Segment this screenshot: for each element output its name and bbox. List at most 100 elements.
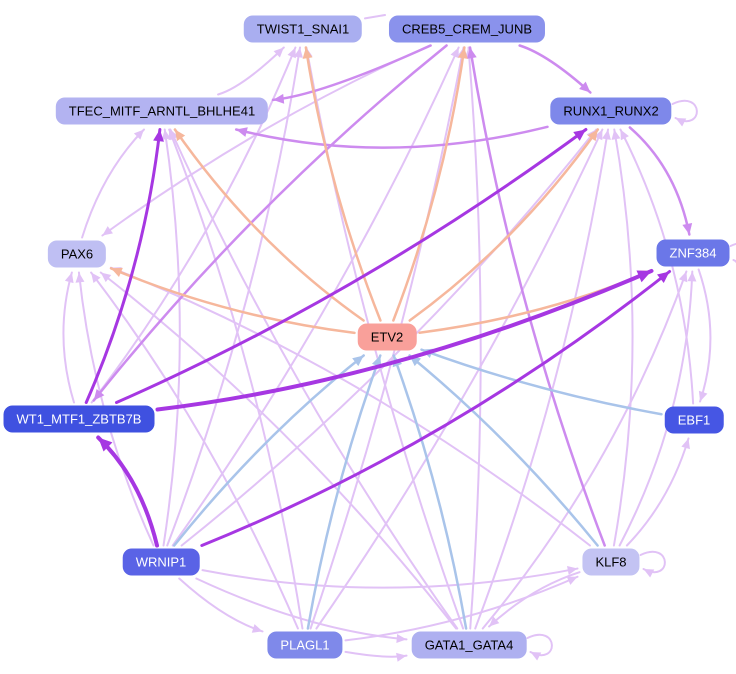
graph-node-ebf1[interactable]: EBF1 xyxy=(664,406,724,434)
edge-runx1_runx2-to-znf384-arrowhead xyxy=(682,222,693,235)
edge-creb5_crem_junb-to-tfec_mitf_arntl_bhlhe41-arrowhead xyxy=(273,93,285,104)
edge-wt1_mtf1_zbtb7b-to-tfec_mitf_arntl_bhlhe41 xyxy=(84,128,162,404)
edge-wrnip1-to-plagl1 xyxy=(178,577,264,633)
edge-klf8-to-ebf1 xyxy=(625,437,690,547)
edge-wrnip1-to-znf384-arrowhead xyxy=(657,271,670,284)
graph-node-wrnip1[interactable]: WRNIP1 xyxy=(122,548,200,576)
edge-gata1_gata4-to-runx1_runx2-arrowhead xyxy=(602,129,611,140)
edge-ebf1-to-runx1_runx2-arrowhead xyxy=(620,129,629,141)
edge-wt1_mtf1_zbtb7b-to-tfec_mitf_arntl_bhlhe41-arrowhead xyxy=(153,129,164,142)
graph-node-twist1_snai1[interactable]: TWIST1_SNAI1 xyxy=(243,15,363,43)
self-loop-gata1_gata4-arrowhead xyxy=(530,652,542,661)
edge-etv2-to-creb5_crem_junb xyxy=(392,46,466,322)
edge-wrnip1-to-tfec_mitf_arntl_bhlhe41-arrowhead xyxy=(161,129,171,140)
graph-node-etv2[interactable]: ETV2 xyxy=(357,323,417,351)
edge-znf384-to-ebf1-arrowhead xyxy=(698,390,708,402)
edge-plagl1-to-klf8-arrowhead xyxy=(566,576,578,585)
edge-klf8-to-ebf1-arrowhead xyxy=(681,438,690,450)
edge-klf8-to-znf384-arrowhead xyxy=(687,271,697,282)
edge-etv2-to-runx1_runx2 xyxy=(408,128,600,322)
edge-wt1_mtf1_zbtb7b-to-runx1_runx2-arrowhead xyxy=(573,129,586,141)
edge-wt1_mtf1_zbtb7b-to-znf384-arrowhead xyxy=(636,270,652,283)
graph-node-creb5_crem_junb[interactable]: CREB5_CREM_JUNB xyxy=(388,15,546,43)
edge-etv2-to-twist1_snai1 xyxy=(304,46,382,322)
edge-gata1_gata4-to-pax6-arrowhead xyxy=(100,272,112,283)
edge-plagl1-to-tfec_mitf_arntl_bhlhe41 xyxy=(168,128,304,630)
graph-node-klf8[interactable]: KLF8 xyxy=(582,548,640,576)
edge-etv2-to-tfec_mitf_arntl_bhlhe41 xyxy=(173,128,365,322)
edge-wt1_mtf1_zbtb7b-to-pax6 xyxy=(62,271,75,404)
edge-creb5_crem_junb-to-pax6-arrowhead xyxy=(102,226,113,236)
edge-gata1_gata4-to-runx1_runx2 xyxy=(474,128,610,630)
edge-plagl1-to-gata1_gata4-arrowhead xyxy=(396,652,407,662)
edge-wrnip1-to-etv2-arrowhead xyxy=(352,355,364,367)
edge-klf8-to-runx1_runx2-arrowhead xyxy=(611,129,621,140)
edge-gata1_gata4-to-znf384 xyxy=(481,270,688,630)
edge-runx1_runx2-to-tfec_mitf_arntl_bhlhe41 xyxy=(234,125,549,149)
edge-creb5_crem_junb-to-runx1_runx2 xyxy=(518,44,592,94)
edge-runx1_runx2-to-znf384 xyxy=(628,126,691,236)
edge-creb5_crem_junb-to-wt1_mtf1_zbtb7b xyxy=(92,44,448,402)
edge-plagl1-to-runx1_runx2 xyxy=(315,128,604,630)
edge-wrnip1-to-klf8-arrowhead xyxy=(567,566,578,575)
edge-tfec_mitf_arntl_bhlhe41-to-twist1_snai1 xyxy=(217,46,285,96)
edge-plagl1-to-runx1_runx2-arrowhead xyxy=(594,129,603,141)
graph-node-pax6[interactable]: PAX6 xyxy=(47,240,107,268)
edge-wrnip1-to-twist1_snai1 xyxy=(166,46,302,547)
graph-node-runx1_runx2[interactable]: RUNX1_RUNX2 xyxy=(550,97,672,125)
edge-wrnip1-to-gata1_gata4 xyxy=(195,577,408,641)
edge-plagl1-to-pax6 xyxy=(90,271,299,630)
graph-node-plagl1[interactable]: PLAGL1 xyxy=(267,631,343,659)
edge-plagl1-to-tfec_mitf_arntl_bhlhe41-arrowhead xyxy=(168,129,177,141)
edge-pax6-to-tfec_mitf_arntl_bhlhe41 xyxy=(81,128,145,239)
edge-etv2-to-runx1_runx2-arrowhead xyxy=(587,129,598,142)
edge-wrnip1-to-wt1_mtf1_zbtb7b-arrowhead xyxy=(98,437,113,452)
edge-creb5_crem_junb-to-runx1_runx2-arrowhead xyxy=(579,81,591,93)
edge-wrnip1-to-creb5_crem_junb xyxy=(171,46,460,547)
edge-etv2-to-creb5_crem_junb-arrowhead xyxy=(457,47,468,59)
edge-klf8-to-gata1_gata4 xyxy=(488,571,581,628)
edge-wt1_mtf1_zbtb7b-to-pax6-arrowhead xyxy=(64,272,74,284)
edge-gata1_gata4-to-etv2 xyxy=(392,354,468,630)
edge-etv2-to-pax6 xyxy=(109,267,356,335)
edge-wrnip1-to-twist1_snai1-arrowhead xyxy=(294,47,303,58)
edge-klf8-to-gata1_gata4-arrowhead xyxy=(489,616,500,627)
edge-klf8-to-runx1_runx2 xyxy=(612,128,634,547)
edge-etv2-to-twist1_snai1-arrowhead xyxy=(302,47,313,59)
edge-wrnip1-to-znf384 xyxy=(200,270,672,547)
edge-ebf1-to-etv2 xyxy=(420,348,663,416)
edge-wrnip1-to-klf8 xyxy=(201,567,579,589)
edge-twist1_snai1-to-creb5_crem_junb xyxy=(364,14,386,20)
edge-gata1_gata4-to-znf384-arrowhead xyxy=(678,271,688,283)
edge-wt1_mtf1_zbtb7b-to-twist1_snai1-arrowhead xyxy=(287,47,296,59)
edge-gata1_gata4-to-tfec_mitf_arntl_bhlhe41 xyxy=(169,128,459,630)
self-loop-runx1_runx2-arrowhead xyxy=(675,118,687,127)
graph-node-gata1_gata4[interactable]: GATA1_GATA4 xyxy=(411,631,527,659)
edge-creb5_crem_junb-to-wt1_mtf1_zbtb7b-arrowhead xyxy=(93,388,105,401)
self-loop-klf8-arrowhead xyxy=(643,569,655,578)
edge-tfec_mitf_arntl_bhlhe41-to-twist1_snai1-arrowhead xyxy=(273,47,284,58)
graph-node-znf384[interactable]: ZNF384 xyxy=(656,239,730,267)
edge-etv2-to-znf384 xyxy=(418,269,653,334)
edge-plagl1-to-pax6-arrowhead xyxy=(91,272,101,284)
edge-wt1_mtf1_zbtb7b-to-runx1_runx2 xyxy=(114,128,588,404)
edge-etv2-to-pax6-arrowhead xyxy=(111,267,123,278)
edge-wrnip1-to-plagl1-arrowhead xyxy=(251,624,263,633)
edge-wrnip1-to-gata1_gata4-arrowhead xyxy=(396,634,407,644)
edge-wrnip1-to-pax6-arrowhead xyxy=(75,272,85,283)
edge-wrnip1-to-wt1_mtf1_zbtb7b xyxy=(96,435,160,548)
graph-node-tfec_mitf_arntl_bhlhe41[interactable]: TFEC_MITF_ARNTL_BHLHE41 xyxy=(55,97,269,125)
edge-klf8-to-creb5_crem_junb xyxy=(468,46,606,547)
self-loop-znf384-arrowhead xyxy=(733,260,736,264)
graph-node-wt1_mtf1_zbtb7b[interactable]: WT1_MTF1_ZBTB7B xyxy=(3,405,155,433)
edge-klf8-to-etv2 xyxy=(408,354,599,547)
edge-klf8-to-creb5_crem_junb-arrowhead xyxy=(466,47,477,59)
edge-wt1_mtf1_zbtb7b-to-znf384 xyxy=(155,268,654,412)
edge-plagl1-to-etv2 xyxy=(306,354,382,630)
edge-wrnip1-to-creb5_crem_junb-arrowhead xyxy=(450,47,459,59)
edge-pax6-to-tfec_mitf_arntl_bhlhe41-arrowhead xyxy=(133,129,144,140)
edge-etv2-to-tfec_mitf_arntl_bhlhe41-arrowhead xyxy=(174,129,186,142)
